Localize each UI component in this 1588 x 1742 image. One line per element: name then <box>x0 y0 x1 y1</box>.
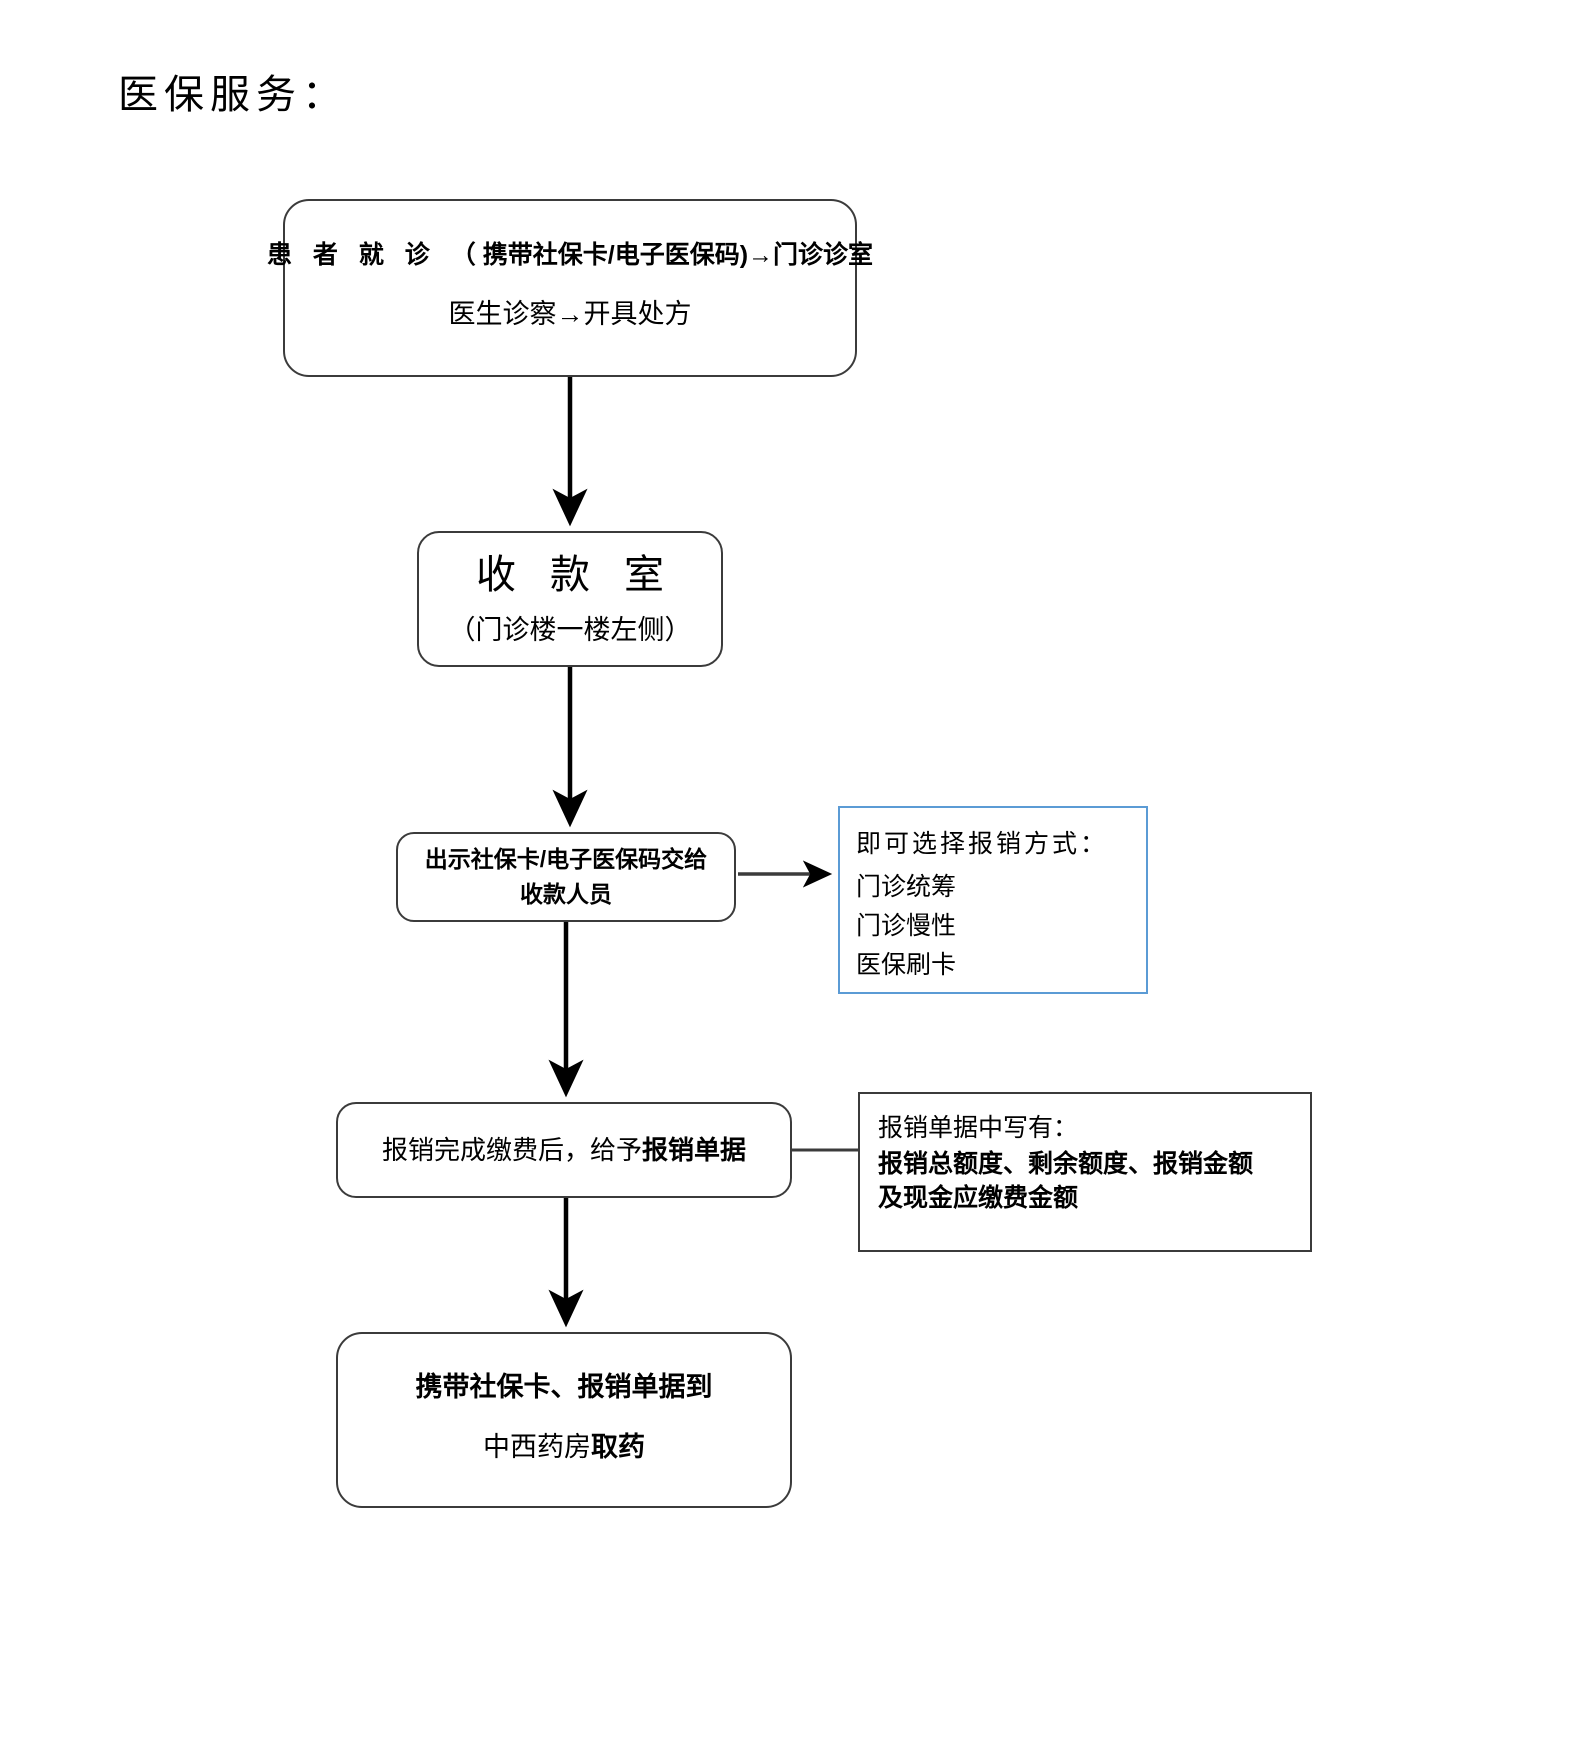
flow-node-receipt-issued-text-normal: 报销完成缴费后，给予 <box>381 1134 642 1165</box>
flow-node-pharmacy-pickup-line2: 中西药房取药 <box>483 1431 645 1465</box>
flow-node-pharmacy-pickup-text-bold: 取药 <box>591 1432 645 1463</box>
note-receipt-contents-line2: 及现金应缴费金额 <box>878 1183 1079 1212</box>
note-reimbursement-options: 即可选择报销方式： 门诊统筹 门诊慢性 医保刷卡 <box>838 806 1148 994</box>
flow-node-patient-visit[interactable]: 患 者 就 诊 （携带社保卡/电子医保码)→门诊诊室 医生诊察→开具处方 <box>267 199 873 377</box>
flow-node-cashier-room-title: 收 款 室 <box>476 552 676 598</box>
note-receipt-contents: 报销单据中写有： 报销总额度、剩余额度、报销金额 及现金应缴费金额 <box>858 1092 1312 1252</box>
flow-node-present-card-line1: 出示社保卡/电子医保码交给 <box>424 846 708 873</box>
note-reimbursement-options-header: 即可选择报销方式： <box>856 830 1109 858</box>
flow-node-cashier-room[interactable]: 收 款 室 （门诊楼一楼左侧） <box>417 531 723 667</box>
note-reimbursement-option-item: 门诊慢性 <box>856 911 957 940</box>
flow-node-receipt-issued-line1: 报销完成缴费后，给予报销单据 <box>382 1134 746 1167</box>
note-reimbursement-option-item: 门诊统筹 <box>856 873 957 901</box>
page-title: 医保服务： <box>118 72 348 117</box>
flow-node-present-card-line2: 收款人员 <box>520 881 612 907</box>
note-reimbursement-option-item: 医保刷卡 <box>856 950 957 979</box>
flow-node-pharmacy-pickup[interactable]: 携带社保卡、报销单据到 中西药房取药 <box>336 1332 792 1508</box>
flow-node-patient-visit-line1: 患 者 就 诊 （携带社保卡/电子医保码)→门诊诊室 <box>267 240 873 271</box>
flow-node-cashier-room-subtitle: （门诊楼一楼左侧） <box>448 615 692 646</box>
flow-node-pharmacy-pickup-text-normal: 中西药房 <box>483 1432 591 1463</box>
flow-node-patient-visit-line1-part-b: 携带社保卡/电子医保码)→门诊诊室 <box>482 241 874 270</box>
flow-node-patient-visit-line1-part-a: 患 者 就 诊 （ <box>266 241 483 270</box>
flow-node-present-card[interactable]: 出示社保卡/电子医保码交给 收款人员 <box>396 832 736 922</box>
flow-node-patient-visit-line2: 医生诊察→开具处方 <box>448 299 692 329</box>
flow-node-receipt-issued-text-bold: 报销单据 <box>642 1134 747 1165</box>
flow-node-pharmacy-pickup-line1: 携带社保卡、报销单据到 <box>415 1372 713 1403</box>
note-receipt-contents-line1: 报销总额度、剩余额度、报销金额 <box>878 1150 1254 1178</box>
flow-node-receipt-issued[interactable]: 报销完成缴费后，给予报销单据 <box>336 1102 792 1198</box>
note-receipt-contents-header: 报销单据中写有： <box>878 1114 1079 1142</box>
